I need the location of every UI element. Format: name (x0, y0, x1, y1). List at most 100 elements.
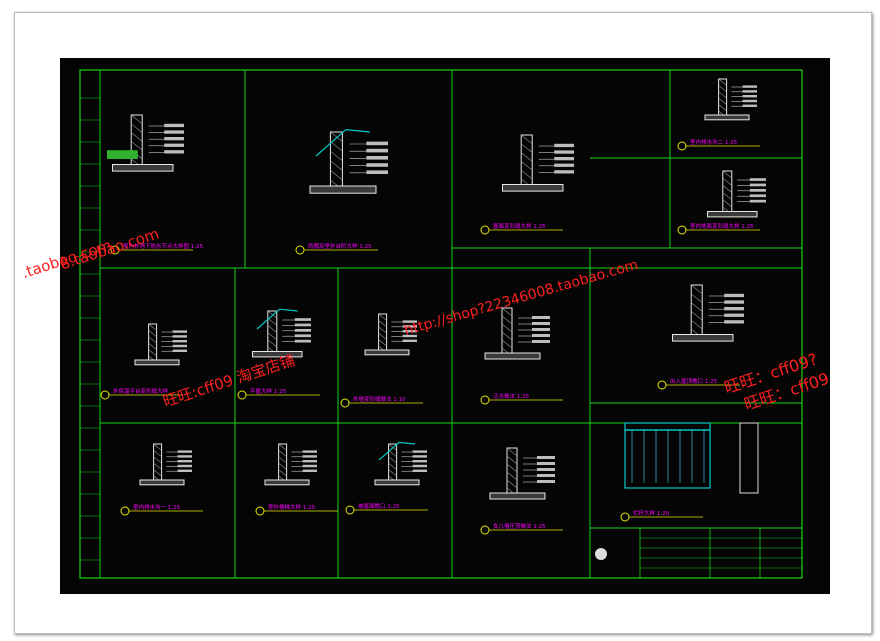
annotation-text (177, 455, 192, 458)
annotation-text (402, 330, 417, 333)
annotation-text (172, 330, 187, 333)
annotation-text (412, 455, 427, 458)
slab-section (489, 492, 546, 500)
detail-callout-icon (237, 390, 247, 400)
detail-callout-icon (100, 390, 110, 400)
annotation-text (532, 328, 550, 331)
annotation-text (537, 462, 555, 465)
annotation-text (172, 344, 187, 348)
detail-title-8: 外墙变形缝做法 1:10 (353, 395, 406, 403)
annotation-text (742, 95, 757, 98)
roof-slope (256, 308, 298, 330)
detail-title-11: 室内排水沟一 1:25 (133, 503, 181, 511)
detail-callout-icon (110, 245, 120, 255)
annotation-text (742, 99, 757, 103)
annotation-text (172, 340, 187, 343)
annotation-text (177, 450, 192, 453)
annotation-text (177, 469, 192, 472)
slab-section (134, 359, 180, 366)
annotation-text (554, 170, 574, 174)
annotation-text (412, 469, 427, 472)
annotation-text (294, 323, 311, 327)
detail-title-2: 雨棚及室外台阶大样 1:25 (308, 242, 372, 250)
annotation-text (366, 141, 388, 146)
detail-callout-icon (677, 141, 687, 151)
annotation-text (554, 157, 574, 161)
annotation-text (412, 460, 427, 463)
detail-callout-icon (480, 225, 490, 235)
slab-section (139, 479, 185, 486)
annotation-text (724, 307, 744, 311)
annotation-text (554, 150, 574, 154)
annotation-text (294, 329, 311, 332)
north-arrow-icon (595, 548, 607, 560)
detail-title-1: 室内外地下防水节点大样图 1:25 (123, 242, 204, 250)
annotation-text (749, 194, 766, 198)
detail-title-6: 外保温平台变形缝大样 (113, 387, 169, 395)
detail-title-9: 泛水做法 1:25 (493, 392, 530, 400)
slab-section (707, 211, 758, 218)
annotation-text (412, 464, 427, 468)
annotation-text (537, 468, 555, 471)
annotation-text (537, 480, 555, 483)
railing-section (739, 422, 759, 494)
annotation-text (742, 104, 757, 107)
annotation-text (164, 150, 184, 154)
detail-title-14: 女儿墙压顶做法 1:25 (493, 522, 546, 530)
annotation-text (532, 322, 550, 325)
slab-section (309, 185, 377, 194)
slab-section (374, 479, 420, 486)
roof-slope (315, 128, 371, 157)
annotation-text (302, 450, 317, 453)
annotation-text (172, 335, 187, 338)
detail-title-10: 出入屋顶檐口 1:25 (670, 377, 718, 385)
detail-title-13: 坡屋面檐口 1:25 (358, 502, 400, 510)
annotation-text (532, 316, 550, 319)
detail-title-5: 室内地面变形缝大样 1:25 (690, 222, 754, 230)
annotation-text (537, 474, 555, 477)
drawing-border (99, 69, 803, 579)
annotation-text (164, 130, 184, 134)
slab-section (672, 334, 734, 342)
detail-callout-icon (120, 506, 130, 516)
planting-layer (107, 150, 138, 159)
annotation-text (164, 123, 184, 128)
annotation-text (554, 143, 574, 148)
annotation-text (724, 320, 744, 324)
annotation-text (749, 189, 766, 192)
slab-section (484, 352, 541, 360)
annotation-text (294, 339, 311, 343)
detail-callout-icon (480, 395, 490, 405)
annotation-text (366, 148, 388, 153)
annotation-text (724, 293, 744, 298)
annotation-text (402, 325, 417, 328)
annotation-text (294, 318, 311, 321)
annotation-text (532, 334, 550, 337)
annotation-text (724, 300, 744, 304)
annotation-text (366, 163, 388, 167)
annotation-text (366, 156, 388, 160)
slab-section (112, 164, 174, 172)
annotation-text (532, 340, 550, 343)
annotation-text (177, 464, 192, 468)
detail-title-3: 屋面变形缝大样 1:25 (493, 222, 546, 230)
detail-callout-icon (677, 225, 687, 235)
annotation-text (302, 455, 317, 458)
annotation-text (302, 469, 317, 472)
cad-canvas: 室内外地下防水节点大样图 1:25 雨棚及室外台阶大样 1:25 屋面变形缝大样 1… (79, 69, 803, 579)
annotation-text (366, 170, 388, 174)
annotation-text (402, 339, 417, 342)
detail-callout-icon (295, 245, 305, 255)
annotation-text (402, 334, 417, 338)
slab-section (704, 114, 750, 121)
slab-section (502, 184, 564, 192)
detail-callout-icon (255, 506, 265, 516)
annotation-text (172, 349, 187, 352)
detail-title-7: 平屋大样 1:25 (250, 387, 287, 395)
detail-callout-icon (340, 398, 350, 408)
annotation-text (412, 450, 427, 453)
annotation-text (742, 85, 757, 88)
cad-drawing-sheet[interactable]: 室内外地下防水节点大样图 1:25 雨棚及室外台阶大样 1:25 屋面变形缝大样 1… (60, 58, 830, 594)
annotation-text (402, 320, 417, 323)
annotation-text (749, 199, 766, 203)
